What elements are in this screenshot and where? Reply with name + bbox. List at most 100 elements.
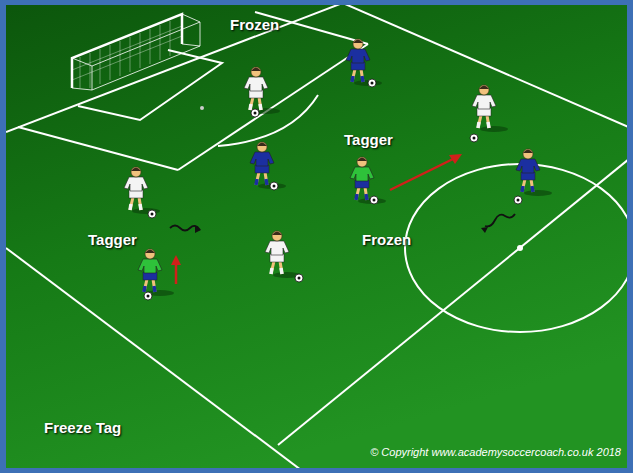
- player-sock: [266, 179, 267, 185]
- goal: [72, 14, 200, 90]
- player-sock: [154, 286, 155, 292]
- player-sock: [478, 122, 479, 128]
- player-shirt: [346, 49, 370, 63]
- player-leg: [531, 179, 533, 192]
- arrow-head: [449, 154, 462, 164]
- player-leg: [265, 172, 267, 185]
- player-sock: [281, 268, 282, 274]
- player-head: [272, 231, 282, 241]
- soccer-ball: [514, 196, 522, 204]
- ball-patch: [151, 213, 154, 216]
- player-leg: [365, 187, 367, 200]
- player-hair: [131, 168, 141, 172]
- player-sock: [130, 204, 131, 210]
- player-sock: [522, 186, 523, 192]
- player-leg: [352, 69, 355, 82]
- player-head: [479, 85, 489, 95]
- player-label: Tagger: [88, 231, 137, 248]
- soccer-ball: [148, 210, 156, 218]
- player-leg: [271, 261, 274, 274]
- ball-patch: [371, 82, 374, 85]
- player-head: [145, 249, 155, 259]
- ball-patch: [473, 137, 476, 140]
- ball-patch: [373, 199, 376, 202]
- player-shirt: [138, 259, 162, 273]
- player-hair: [357, 158, 367, 162]
- player-figure: [346, 39, 382, 87]
- player-figure: [350, 157, 386, 204]
- player-sock: [144, 286, 145, 292]
- player-shirt: [265, 241, 289, 255]
- player-shirt: [472, 95, 496, 109]
- player-head: [523, 149, 533, 159]
- player-leg: [487, 115, 489, 128]
- movement-marks: [170, 154, 515, 284]
- arrow-head: [171, 255, 181, 265]
- soccer-ball: [368, 79, 376, 87]
- player-sock: [140, 204, 141, 210]
- player-figure: [470, 85, 508, 142]
- player-shirt: [124, 177, 148, 191]
- player-head: [257, 142, 267, 152]
- ball-patch: [254, 112, 257, 115]
- goal-net: [72, 14, 200, 90]
- player-shadow: [354, 80, 382, 86]
- player-sock: [356, 194, 357, 200]
- player-sock: [260, 104, 261, 110]
- player-sock: [366, 194, 367, 200]
- player-hair: [257, 143, 267, 147]
- arrow-head: [195, 226, 201, 233]
- soccer-ball: [470, 134, 478, 142]
- player-shadow: [258, 183, 286, 189]
- player-shirt: [516, 159, 540, 173]
- player-sock: [352, 76, 353, 82]
- penalty-spot: [200, 106, 204, 110]
- player-leg: [250, 97, 253, 110]
- player-figure: [514, 149, 552, 204]
- player-leg: [522, 179, 525, 192]
- run-arrow: [175, 262, 178, 284]
- player-hair: [523, 150, 533, 154]
- player-leg: [361, 69, 363, 82]
- player-head: [353, 39, 363, 49]
- player-label: Frozen: [362, 231, 411, 248]
- player-leg: [259, 97, 261, 110]
- player-hair: [479, 86, 489, 90]
- ball-patch: [147, 295, 150, 298]
- centre-circle: [405, 164, 627, 332]
- player-leg: [280, 261, 282, 274]
- players: [124, 39, 552, 300]
- ball-patch: [273, 185, 276, 188]
- drill-title: Freeze Tag: [44, 419, 121, 436]
- player-figure: [138, 249, 174, 300]
- player-hair: [251, 68, 261, 72]
- soccer-ball: [370, 196, 378, 204]
- player-head: [131, 167, 141, 177]
- goal-frame: [72, 14, 182, 88]
- player-shadow: [480, 126, 508, 132]
- player-shirt: [244, 77, 268, 91]
- player-head: [251, 67, 261, 77]
- soccer-ball: [295, 274, 303, 282]
- player-label: Frozen: [230, 16, 279, 33]
- soccer-ball: [251, 109, 259, 117]
- arrow-head: [481, 227, 488, 233]
- player-sock: [271, 268, 272, 274]
- player-hair: [145, 250, 155, 254]
- player-sock: [362, 76, 363, 82]
- player-figure: [265, 231, 303, 282]
- player-figure: [250, 142, 286, 190]
- player-shadow: [524, 190, 552, 196]
- player-leg: [144, 279, 147, 292]
- dribble-path: [485, 214, 515, 226]
- player-leg: [139, 197, 141, 210]
- player-sock: [488, 122, 489, 128]
- player-head: [357, 157, 367, 167]
- copyright-note: © Copyright www.academysoccercoach.co.uk…: [370, 446, 621, 458]
- penalty-arc: [218, 95, 318, 146]
- ball-patch: [517, 199, 520, 202]
- player-hair: [353, 40, 363, 44]
- soccer-ball: [270, 182, 278, 190]
- player-leg: [356, 187, 359, 200]
- halfway-line: [278, 150, 627, 445]
